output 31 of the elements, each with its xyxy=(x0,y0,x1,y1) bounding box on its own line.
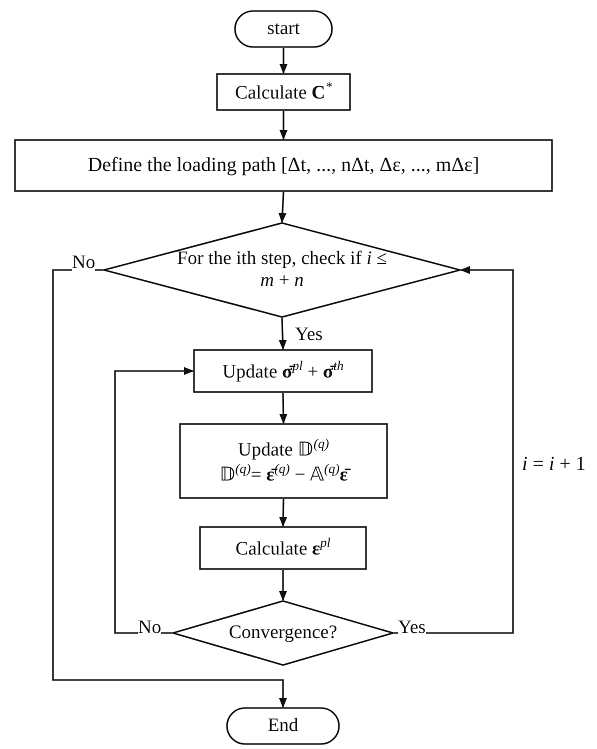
arrow xyxy=(394,266,514,634)
arrow xyxy=(278,192,286,223)
node-text: End xyxy=(268,715,298,737)
node-text: Calculate C$^{*}$ xyxy=(235,79,332,105)
arrow xyxy=(280,111,288,140)
arrow xyxy=(114,367,194,634)
process-box xyxy=(179,423,388,499)
node-text: Convergence? xyxy=(228,622,338,644)
edge-label: No xyxy=(138,618,162,637)
decision-diamond xyxy=(103,222,461,318)
process-box xyxy=(14,139,553,192)
terminal-shape xyxy=(234,10,333,48)
node-text: Update 𝔻$^{(q)}$ xyxy=(238,436,330,461)
process-box xyxy=(193,349,373,393)
edge-label: Yes xyxy=(398,618,426,637)
node-text: start xyxy=(267,18,300,40)
process-box xyxy=(199,526,367,570)
process-box xyxy=(216,73,351,111)
node-text: Update σ̄$^{pl}$ + σ̄$^{th}$ xyxy=(222,358,344,384)
arrow xyxy=(279,498,288,527)
node-text: Calculate ε$^{pl}$ xyxy=(236,535,330,561)
decision-diamond xyxy=(172,600,394,666)
node-text: Define the loading path [Δt, ..., nΔt, Δε, ..., mΔε] xyxy=(88,154,480,177)
arrow xyxy=(279,570,287,601)
arrow xyxy=(280,48,288,74)
arrow xyxy=(52,269,287,708)
node-text: For the ith step, check if i ≤ m + n xyxy=(177,248,387,292)
arrow xyxy=(278,318,287,350)
terminal-shape xyxy=(226,707,340,745)
edge-label: No xyxy=(72,253,96,272)
arrow xyxy=(279,392,288,424)
